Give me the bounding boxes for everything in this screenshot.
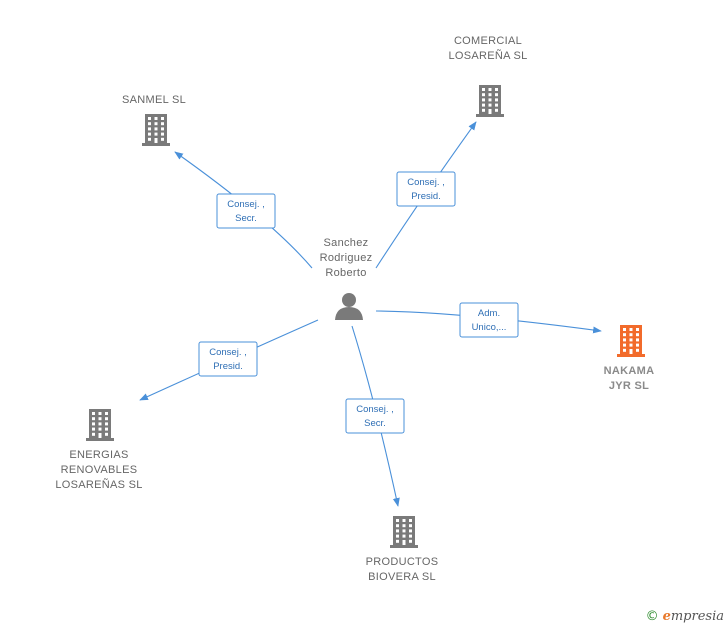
company-name-line: COMERCIAL [454, 35, 522, 47]
relation-label-comercial[interactable]: Consej. , Presid. [396, 171, 456, 207]
relation-label-nakama[interactable]: Adm. Unico,... [459, 302, 519, 338]
company-name-line: PRODUCTOS [366, 556, 439, 568]
company-name: NAKAMA JYR SL [604, 365, 655, 392]
relation-role-line: Unico,... [472, 322, 507, 333]
building-icon[interactable] [142, 114, 170, 146]
brand-logo-text: mpresia [670, 609, 724, 624]
company-name-line: LOSAREÑA SL [448, 49, 527, 62]
company-node-sanmel[interactable]: SANMEL SL [122, 94, 186, 146]
relation-label-box [345, 398, 405, 434]
company-name: ENERGIAS RENOVABLES LOSAREÑAS SL [55, 449, 142, 491]
relation-role-line: Adm. [478, 308, 500, 319]
company-name-line: LOSAREÑAS SL [55, 478, 142, 491]
relation-role-line: Consej. , [407, 177, 445, 188]
relation-role-text: Consej. , Presid. [209, 347, 247, 372]
company-name-line: ENERGIAS [69, 449, 128, 461]
relation-role-text: Adm. Unico,... [472, 308, 507, 333]
brand-logo-letter: e [662, 609, 671, 624]
building-icon[interactable] [86, 409, 114, 441]
company-node-productos[interactable]: PRODUCTOS BIOVERA SL [366, 516, 439, 583]
company-name-line: JYR SL [609, 380, 649, 392]
relation-label-box [216, 193, 276, 229]
empresia-watermark: ©empresia [646, 609, 724, 624]
relation-label-productos[interactable]: Consej. , Secr. [345, 398, 405, 434]
company-name: PRODUCTOS BIOVERA SL [366, 556, 439, 583]
relation-role-line: Secr. [364, 418, 386, 429]
relation-label-box [396, 171, 456, 207]
building-icon[interactable] [390, 516, 418, 548]
relation-role-text: Consej. , Secr. [227, 199, 265, 224]
relation-label-energias[interactable]: Consej. , Presid. [198, 341, 258, 377]
copyright-symbol: © [645, 609, 659, 624]
company-node-comercial[interactable]: COMERCIAL LOSAREÑA SL [448, 35, 527, 117]
company-name: COMERCIAL LOSAREÑA SL [448, 35, 527, 62]
relation-role-line: Consej. , [227, 199, 265, 210]
relation-role-line: Consej. , [356, 404, 394, 415]
company-node-energias[interactable]: ENERGIAS RENOVABLES LOSAREÑAS SL [55, 409, 142, 491]
company-name-line: RENOVABLES [61, 464, 138, 476]
building-icon[interactable] [476, 85, 504, 117]
company-name-line: NAKAMA [604, 365, 655, 377]
building-icon[interactable] [617, 325, 645, 357]
person-name-line: Rodriguez [320, 252, 373, 264]
person-name-line: Sanchez [324, 237, 369, 249]
company-name-line: SANMEL SL [122, 94, 186, 106]
relation-role-line: Presid. [213, 361, 243, 372]
person-name-line: Roberto [325, 267, 366, 279]
relation-label-sanmel[interactable]: Consej. , Secr. [216, 193, 276, 229]
company-node-nakama[interactable]: NAKAMA JYR SL [604, 325, 655, 392]
relation-role-text: Consej. , Secr. [356, 404, 394, 429]
company-name: SANMEL SL [122, 94, 186, 106]
relation-role-line: Consej. , [209, 347, 247, 358]
relation-role-text: Consej. , Presid. [407, 177, 445, 202]
relation-label-box [198, 341, 258, 377]
relation-label-box [459, 302, 519, 338]
company-name-line: BIOVERA SL [368, 571, 436, 583]
person-icon[interactable] [335, 293, 363, 320]
relation-role-line: Secr. [235, 213, 257, 224]
relation-role-line: Presid. [411, 191, 441, 202]
